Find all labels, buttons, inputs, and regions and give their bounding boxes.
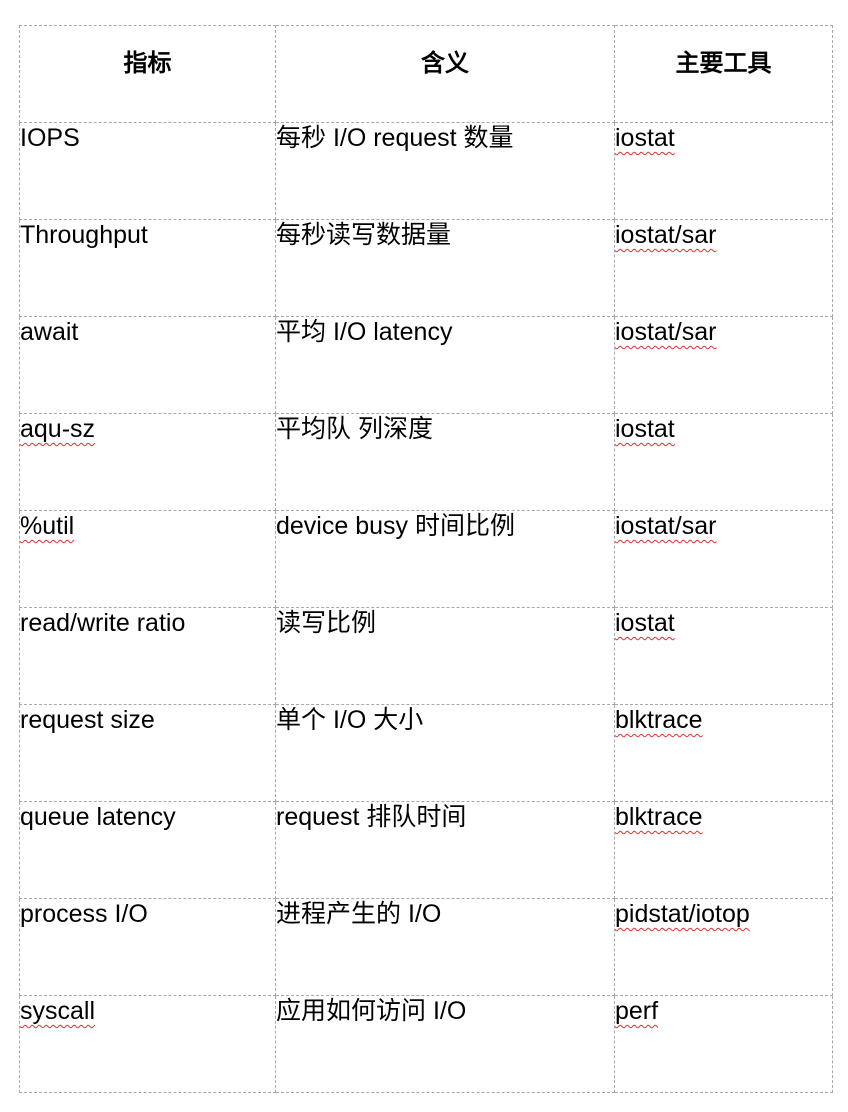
header-meaning: 含义: [275, 25, 615, 123]
meaning-cell: 进程产生的 I/O: [275, 898, 615, 996]
tool-name: iostat: [615, 124, 675, 152]
metric-name: queue latency: [20, 803, 176, 831]
table-row: aqu-sz 平均队 列深度 iostat: [19, 413, 833, 511]
meaning-cell: device busy 时间比例: [275, 510, 615, 608]
table-row: request size 单个 I/O 大小 blktrace: [19, 704, 833, 802]
tool-name: pidstat/iotop: [615, 900, 750, 928]
meaning-text: 进程产生的 I/O: [276, 900, 442, 928]
metric-cell: IOPS: [19, 122, 276, 220]
tool-name: blktrace: [615, 706, 703, 734]
tool-name: iostat: [615, 609, 675, 637]
meaning-cell: 平均队 列深度: [275, 413, 615, 511]
metric-cell: syscall: [19, 995, 276, 1093]
table-row: Throughput 每秒读写数据量 iostat/sar: [19, 219, 833, 317]
tool-name: iostat/sar: [615, 221, 717, 249]
table-row: read/write ratio 读写比例 iostat: [19, 607, 833, 705]
meaning-cell: 读写比例: [275, 607, 615, 705]
metric-cell: queue latency: [19, 801, 276, 899]
metrics-table: 指标 含义 主要工具 IOPS 每秒 I/O request 数量 iostat…: [19, 25, 833, 1093]
tool-name: iostat: [615, 415, 675, 443]
metric-cell: read/write ratio: [19, 607, 276, 705]
meaning-text: 平均队 列深度: [276, 415, 433, 443]
tool-cell: iostat/sar: [614, 219, 833, 317]
meaning-cell: 单个 I/O 大小: [275, 704, 615, 802]
tool-cell: iostat/sar: [614, 510, 833, 608]
tool-name: iostat/sar: [615, 512, 717, 540]
metric-name: request size: [20, 706, 155, 734]
tool-cell: iostat/sar: [614, 316, 833, 414]
table-row: process I/O 进程产生的 I/O pidstat/iotop: [19, 898, 833, 996]
meaning-text: device busy 时间比例: [276, 512, 515, 540]
metric-cell: process I/O: [19, 898, 276, 996]
tool-cell: blktrace: [614, 801, 833, 899]
metric-name: aqu-sz: [20, 415, 96, 443]
tool-cell: iostat: [614, 122, 833, 220]
meaning-text: 读写比例: [276, 609, 377, 637]
metric-cell: await: [19, 316, 276, 414]
header-metric: 指标: [19, 25, 276, 123]
meaning-text: 平均 I/O latency: [276, 318, 453, 346]
metric-cell: aqu-sz: [19, 413, 276, 511]
meaning-cell: 每秒读写数据量: [275, 219, 615, 317]
meaning-text: 应用如何访问 I/O: [276, 997, 467, 1025]
metric-name: %util: [20, 512, 75, 540]
table-row: IOPS 每秒 I/O request 数量 iostat: [19, 122, 833, 220]
table-row: syscall 应用如何访问 I/O perf: [19, 995, 833, 1093]
meaning-cell: 平均 I/O latency: [275, 316, 615, 414]
metric-cell: Throughput: [19, 219, 276, 317]
tool-cell: pidstat/iotop: [614, 898, 833, 996]
table-row: await 平均 I/O latency iostat/sar: [19, 316, 833, 414]
header-tool: 主要工具: [614, 25, 833, 123]
metric-name: await: [20, 318, 79, 346]
tool-name: iostat/sar: [615, 318, 717, 346]
metric-cell: request size: [19, 704, 276, 802]
metric-name: IOPS: [20, 124, 80, 152]
meaning-cell: request 排队时间: [275, 801, 615, 899]
meaning-text: 每秒 I/O request 数量: [276, 124, 514, 152]
meaning-text: 每秒读写数据量: [276, 221, 452, 249]
tool-name: blktrace: [615, 803, 703, 831]
tool-cell: blktrace: [614, 704, 833, 802]
tool-cell: iostat: [614, 607, 833, 705]
metric-name: read/write ratio: [20, 609, 186, 637]
tool-cell: perf: [614, 995, 833, 1093]
meaning-text: 单个 I/O 大小: [276, 706, 424, 734]
header-row: 指标 含义 主要工具: [19, 25, 833, 123]
tool-cell: iostat: [614, 413, 833, 511]
metric-name: Throughput: [20, 221, 148, 249]
meaning-text: request 排队时间: [276, 803, 467, 831]
metric-cell: %util: [19, 510, 276, 608]
metric-name: process I/O: [20, 900, 148, 928]
meaning-cell: 应用如何访问 I/O: [275, 995, 615, 1093]
tool-name: perf: [615, 997, 659, 1025]
meaning-cell: 每秒 I/O request 数量: [275, 122, 615, 220]
table-row: queue latency request 排队时间 blktrace: [19, 801, 833, 899]
metric-name: syscall: [20, 997, 96, 1025]
table-row: %util device busy 时间比例 iostat/sar: [19, 510, 833, 608]
